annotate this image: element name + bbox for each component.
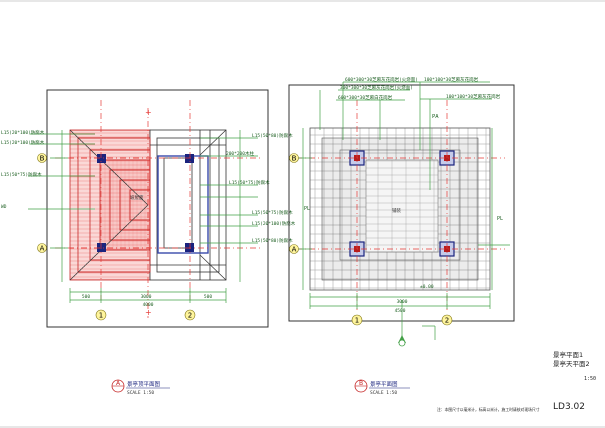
- right-label-2: 200*200木柱: [226, 150, 254, 157]
- right-label-5: L15(20*100)防腐木: [252, 220, 296, 227]
- right-top-note-3: 600*300*30芝麻白花岗岩: [338, 94, 393, 101]
- left-dim-2: 3000: [141, 294, 152, 300]
- right-top-note-1: 600*300*30芝麻灰花岗岩(火烧面): [345, 76, 418, 83]
- right-title-text: 景亭平面图: [370, 380, 398, 388]
- left-axis-lines: [55, 100, 262, 318]
- right-annotations: 600*300*30芝麻灰花岗岩(火烧面) 300*300*30芝麻灰花岗岩(火…: [304, 76, 503, 290]
- sheet-title-line1: 景亭平面1: [553, 350, 583, 359]
- right-axis-lines: [296, 100, 505, 310]
- left-plan-title: A 景亭顶平面图 SCALE 1:50: [111, 379, 170, 396]
- left-axis-a: A: [40, 245, 45, 253]
- left-plan-frame: [46, 89, 269, 328]
- left-label-1: L15(20*100)防腐木: [1, 129, 45, 136]
- left-axis-marks: + +: [145, 108, 152, 317]
- right-label-4: L15(50*75)防腐木: [252, 209, 293, 216]
- right-plan-frame: [288, 84, 515, 322]
- svg-text:+: +: [145, 308, 152, 317]
- right-axis-1: 1: [355, 317, 359, 325]
- right-axis-a: A: [292, 246, 297, 254]
- right-top-note-2: 300*300*30芝麻灰花岗岩(火烧面): [340, 84, 413, 91]
- left-title-marker: A: [116, 380, 121, 387]
- sheet-scale-note: 1:50: [584, 376, 596, 382]
- sheet-number: LD3.02: [553, 402, 585, 412]
- right-label-3: L15(50*75)防腐木: [229, 179, 270, 186]
- pave-inner: [365, 159, 439, 253]
- roof-hip-lines: [69, 129, 227, 281]
- svg-text:+: +: [145, 108, 152, 117]
- right-axis-2: 2: [445, 317, 449, 325]
- right-dimensions: 3000 4500: [395, 299, 408, 314]
- left-roof-plan: + + L15(2: [1, 89, 296, 396]
- left-label-4: WD: [1, 204, 7, 210]
- right-pl-label-right: PL: [497, 216, 503, 222]
- right-label-6: L15(50*80)防腐木: [252, 237, 293, 244]
- left-dimensions: 500 3000 500 4000: [82, 294, 212, 308]
- pave-inner-frame: [339, 149, 461, 261]
- right-axis-b: B: [292, 155, 297, 163]
- left-axis-bubbles: B A 1 2: [37, 153, 196, 321]
- left-axis-b: B: [40, 155, 45, 163]
- left-dim-1: 500: [82, 294, 90, 300]
- left-label-2: L15(20*100)防腐木: [1, 139, 45, 146]
- sheet-footnote: 注：本图尺寸以毫米计，标高以米计，施工时请核对现场尺寸: [437, 407, 540, 412]
- left-dim-3: 500: [204, 294, 212, 300]
- right-dim-1: 3000: [397, 299, 408, 305]
- right-leader-lines: [297, 81, 510, 340]
- roof-columns: [97, 154, 194, 252]
- right-title-scale: SCALE 1:50: [370, 390, 397, 396]
- right-label-1: L15(50*80)防腐木: [252, 132, 293, 139]
- roof-right-half: [149, 129, 227, 281]
- right-axis-bubbles: B A 1 2: [289, 153, 453, 326]
- sheet-title-block: 景亭平面1 景亭天平面2 1:50 LD3.02 注：本图尺寸以毫米计，标高以米…: [437, 350, 596, 412]
- right-elev-label: ±0.00: [420, 284, 434, 290]
- right-pa-label: PA: [432, 114, 439, 120]
- right-center-label: 铺装: [392, 207, 401, 214]
- right-top-note-r1: 100*100*30芝麻灰花岗岩: [424, 76, 479, 83]
- sheet-title-line2: 景亭天平面2: [553, 359, 590, 368]
- right-floor-plan: 600*300*30芝麻灰花岗岩(火烧面) 300*300*30芝麻灰花岗岩(火…: [288, 76, 515, 396]
- roof-center-hatch: [100, 160, 150, 250]
- right-dim-total: 4500: [395, 308, 406, 314]
- left-title-scale: SCALE 1:50: [127, 390, 154, 396]
- elevation-marker: [398, 335, 406, 347]
- right-title-marker: B: [359, 380, 363, 387]
- roof-beam-blue: [157, 155, 209, 254]
- left-center-label: 坡屋面: [130, 194, 144, 201]
- left-annotations: L15(20*100)防腐木 L15(20*100)防腐木 L15(50*75)…: [1, 129, 296, 244]
- left-leader-lines: [28, 130, 258, 303]
- right-top-note-r2: 100*100*30芝麻灰花岗岩: [446, 93, 501, 100]
- right-pl-label-left: PL: [304, 206, 310, 212]
- left-title-text: 景亭顶平面图: [127, 380, 161, 388]
- left-axis-2: 2: [188, 312, 192, 320]
- left-axis-1: 1: [99, 312, 103, 320]
- right-plan-title: B 景亭平面图 SCALE 1:50: [354, 379, 410, 396]
- left-dim-total: 4000: [143, 302, 154, 308]
- left-label-3: L15(50*75)防腐木: [1, 171, 42, 178]
